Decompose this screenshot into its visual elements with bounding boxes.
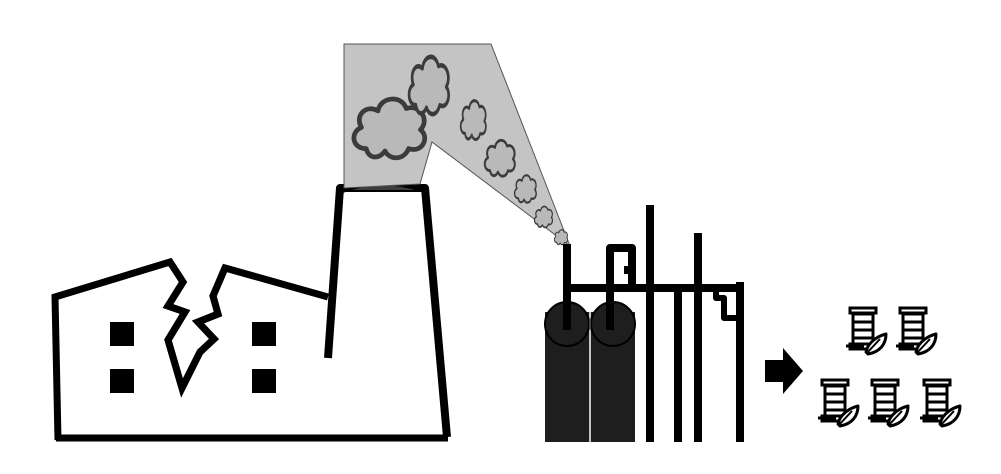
smoke-cloud-icon — [553, 229, 569, 246]
factory-chimney — [324, 184, 451, 438]
smoke-cloud-icon — [513, 174, 538, 204]
arrow-right-icon — [765, 348, 803, 394]
factory-window — [110, 369, 134, 393]
plume-shape — [343, 43, 572, 248]
bio-fuel-barrel-icon — [918, 378, 962, 428]
factory-window — [252, 369, 276, 393]
factory-crack — [162, 260, 229, 398]
smoke-cloud-icon — [409, 57, 449, 114]
capture-plant — [544, 205, 744, 442]
smoke-cloud-icon — [483, 138, 517, 178]
pipe-bend — [713, 288, 738, 321]
broken-factory — [51, 179, 451, 442]
bio-fuel-barrel-icon — [894, 306, 938, 356]
fuel-output — [816, 306, 962, 428]
smoke-plume — [343, 43, 572, 248]
factory-window — [110, 322, 134, 346]
smoke-cloud-icon — [533, 205, 554, 229]
bio-fuel-barrel-icon — [844, 306, 888, 356]
bio-fuel-barrel-icon — [866, 378, 910, 428]
smoke-cloud-icon — [459, 99, 488, 142]
smoke-cloud-icon — [354, 99, 425, 158]
factory-window — [252, 322, 276, 346]
bio-fuel-barrel-icon — [816, 378, 860, 428]
factory-building — [51, 257, 329, 441]
